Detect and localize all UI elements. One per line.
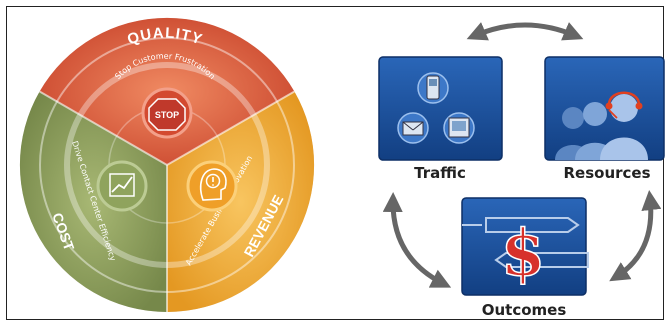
- traffic-label: Traffic: [414, 164, 466, 182]
- dollar-arrows-icon: $: [462, 215, 589, 292]
- trend-chart-icon: [96, 160, 148, 212]
- resources-node: Resources: [544, 56, 665, 182]
- segment-cost: [19, 91, 168, 313]
- divider: [166, 90, 295, 166]
- outcomes-node: $ Outcomes: [461, 197, 589, 319]
- outcomes-label: Outcomes: [482, 301, 567, 319]
- devices-icon: [397, 72, 475, 144]
- outcomes-tile: [461, 197, 587, 296]
- arrow-traffic-resources: [466, 22, 584, 41]
- divider: [39, 90, 168, 166]
- stop-sign-icon: STOP: [141, 87, 193, 139]
- resources-label: Resources: [563, 164, 650, 182]
- svg-text:$: $: [501, 216, 546, 291]
- traffic-node: Traffic: [378, 56, 503, 182]
- segment-revenue: [167, 91, 315, 313]
- quality-title: QUALITY: [125, 25, 204, 49]
- lightbulb-head-icon: [186, 160, 238, 212]
- value-wheel: QUALITY COST REVENUE Stop Customer Frust…: [19, 17, 315, 313]
- agents-icon: [555, 91, 648, 160]
- arrow-outcomes-resources: [609, 190, 662, 282]
- traffic-tile: [378, 56, 503, 161]
- svg-text:QUALITY: QUALITY: [125, 25, 205, 49]
- arrow-traffic-outcomes: [382, 192, 452, 288]
- stop-sign-text: STOP: [155, 110, 179, 120]
- cycle-diagram: Traffic Resources: [378, 22, 665, 319]
